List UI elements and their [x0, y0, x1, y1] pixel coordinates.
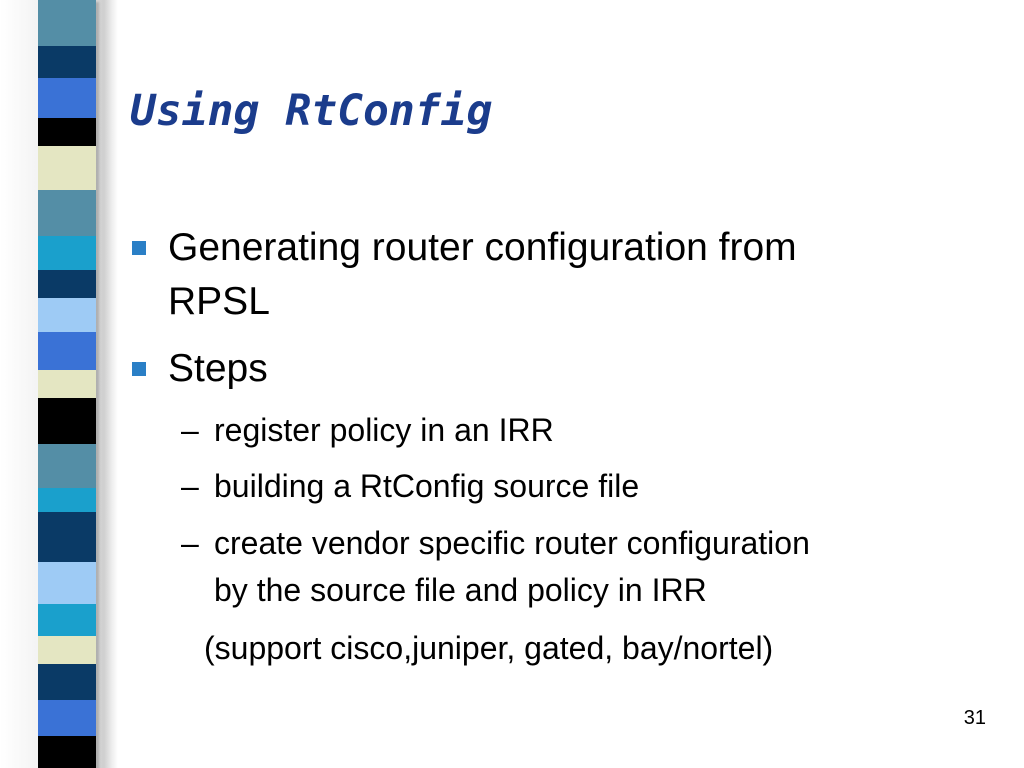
strip-block	[38, 370, 96, 398]
sub-item-3-line-2: by the source file and policy in IRR	[214, 572, 707, 608]
page-number: 31	[963, 707, 986, 729]
strip-block	[38, 0, 96, 18]
strip-block	[38, 190, 96, 236]
decorative-strip	[0, 0, 118, 768]
strip-block	[38, 736, 96, 768]
strip-block	[38, 512, 96, 562]
supported-vendors-note: (support cisco,juniper, gated, bay/norte…	[204, 630, 774, 666]
bullet-square	[132, 362, 146, 376]
strip-block	[38, 636, 96, 664]
sub-item-dash: –	[181, 468, 199, 504]
sub-item-2: building a RtConfig source file	[214, 468, 640, 504]
strip-block	[38, 700, 96, 736]
strip-block	[38, 236, 96, 270]
bullet-1-line-2: RPSL	[168, 280, 270, 323]
strip-block	[38, 398, 96, 444]
strip-block	[38, 118, 96, 146]
strip-block	[38, 664, 96, 700]
sub-item-dash: –	[181, 525, 199, 561]
strip-block	[38, 298, 96, 332]
bullet-square	[132, 241, 146, 255]
strip-block	[38, 18, 96, 46]
strip-block	[38, 46, 96, 78]
strip-block	[38, 78, 96, 118]
strip-block	[38, 270, 96, 298]
strip-block	[38, 562, 96, 604]
slide-title: Using RtConfig	[130, 86, 493, 136]
strip-block	[38, 488, 96, 512]
bullet-1-line-1: Generating router configuration from	[168, 226, 797, 269]
sub-item-1: register policy in an IRR	[214, 412, 554, 448]
sub-item-3-line-1: create vendor specific router configurat…	[214, 525, 810, 561]
strip-block	[38, 146, 96, 190]
sub-item-dash: –	[181, 412, 199, 448]
strip-block	[38, 604, 96, 636]
bullet-2-line-1: Steps	[168, 347, 268, 390]
strip-block	[38, 332, 96, 370]
strip-block	[38, 444, 96, 488]
